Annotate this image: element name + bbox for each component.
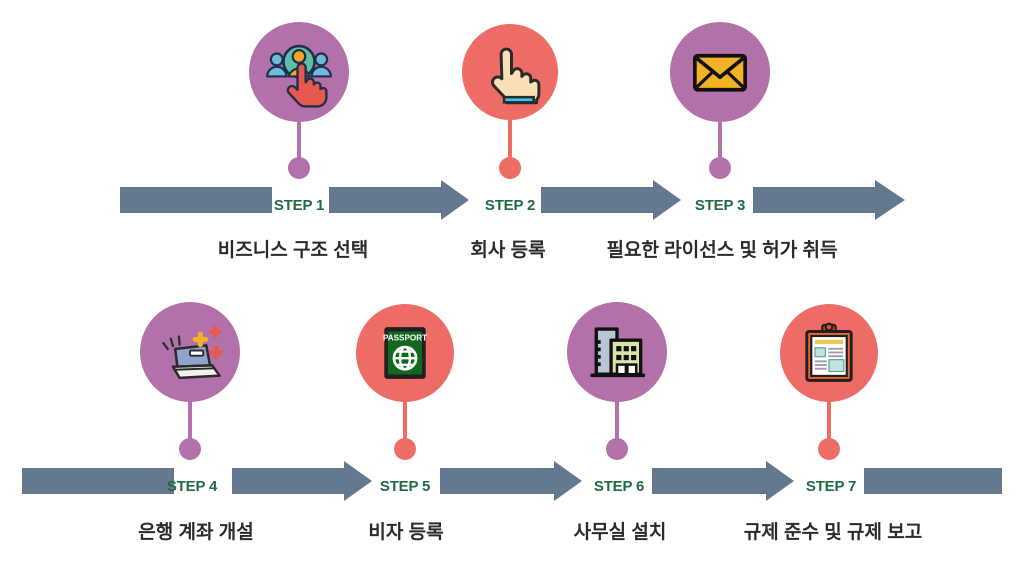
- step-caption-4: 은행 계좌 개설: [138, 522, 254, 543]
- track-arrow-step4-step5: [232, 461, 372, 501]
- track-segment-row1-start: [120, 187, 272, 213]
- step-label-3: STEP 3: [694, 197, 746, 214]
- people-select-hand-icon: [262, 35, 336, 109]
- step-bubble-2[interactable]: [462, 24, 558, 120]
- step-bubble-1[interactable]: [249, 22, 349, 122]
- step-caption-3: 필요한 라이선스 및 허가 취득: [606, 240, 838, 261]
- step-label-6: STEP 6: [593, 478, 645, 495]
- track-segment-row2-start: [22, 468, 174, 494]
- step-stem-4: [188, 400, 192, 449]
- step-stem-6: [615, 400, 619, 449]
- step-stem-5: [403, 398, 407, 449]
- step-dot-5: [394, 438, 416, 460]
- track-arrow-step1-step2: [329, 180, 469, 220]
- clipboard-report-icon: [792, 316, 866, 390]
- office-building-icon: [580, 315, 654, 389]
- step-stem-3: [718, 120, 722, 168]
- step-dot-2: [499, 157, 521, 179]
- track-arrow-step5-step6: [440, 461, 582, 501]
- step-stem-2: [508, 118, 512, 168]
- step-label-1: STEP 1: [273, 197, 325, 214]
- step-caption-5: 비자 등록: [368, 522, 444, 543]
- envelope-icon: [683, 35, 757, 109]
- step-dot-7: [818, 438, 840, 460]
- track-arrow-step6-step7: [652, 461, 794, 501]
- step-bubble-3[interactable]: [670, 22, 770, 122]
- step-label-5: STEP 5: [379, 478, 431, 495]
- passport-icon: PASSPORT: [368, 316, 442, 390]
- step-label-7: STEP 7: [805, 478, 857, 495]
- passport-icon-text: PASSPORT: [383, 333, 427, 342]
- step-stem-7: [827, 398, 831, 449]
- step-dot-4: [179, 438, 201, 460]
- step-stem-1: [297, 120, 301, 168]
- pointing-hand-icon: [473, 35, 547, 109]
- step-label-4: STEP 4: [166, 478, 218, 495]
- step-label-2: STEP 2: [484, 197, 536, 214]
- step-dot-6: [606, 438, 628, 460]
- step-bubble-7[interactable]: [780, 304, 878, 402]
- step-bubble-4[interactable]: [140, 302, 240, 402]
- track-arrow-step2-step3: [541, 180, 681, 220]
- step-bubble-6[interactable]: [567, 302, 667, 402]
- step-dot-1: [288, 157, 310, 179]
- step-caption-7: 규제 준수 및 규제 보고: [743, 522, 923, 543]
- track-arrow-row1-end: [753, 180, 905, 220]
- track-segment-row2-end: [864, 468, 1002, 494]
- step-bubble-5[interactable]: PASSPORT: [356, 304, 454, 402]
- step-caption-2: 회사 등록: [470, 240, 546, 261]
- step-dot-3: [709, 157, 731, 179]
- step-caption-1: 비즈니스 구조 선택: [217, 240, 369, 261]
- step-caption-6: 사무실 설치: [573, 522, 667, 543]
- laptop-sparkle-icon: [153, 315, 227, 389]
